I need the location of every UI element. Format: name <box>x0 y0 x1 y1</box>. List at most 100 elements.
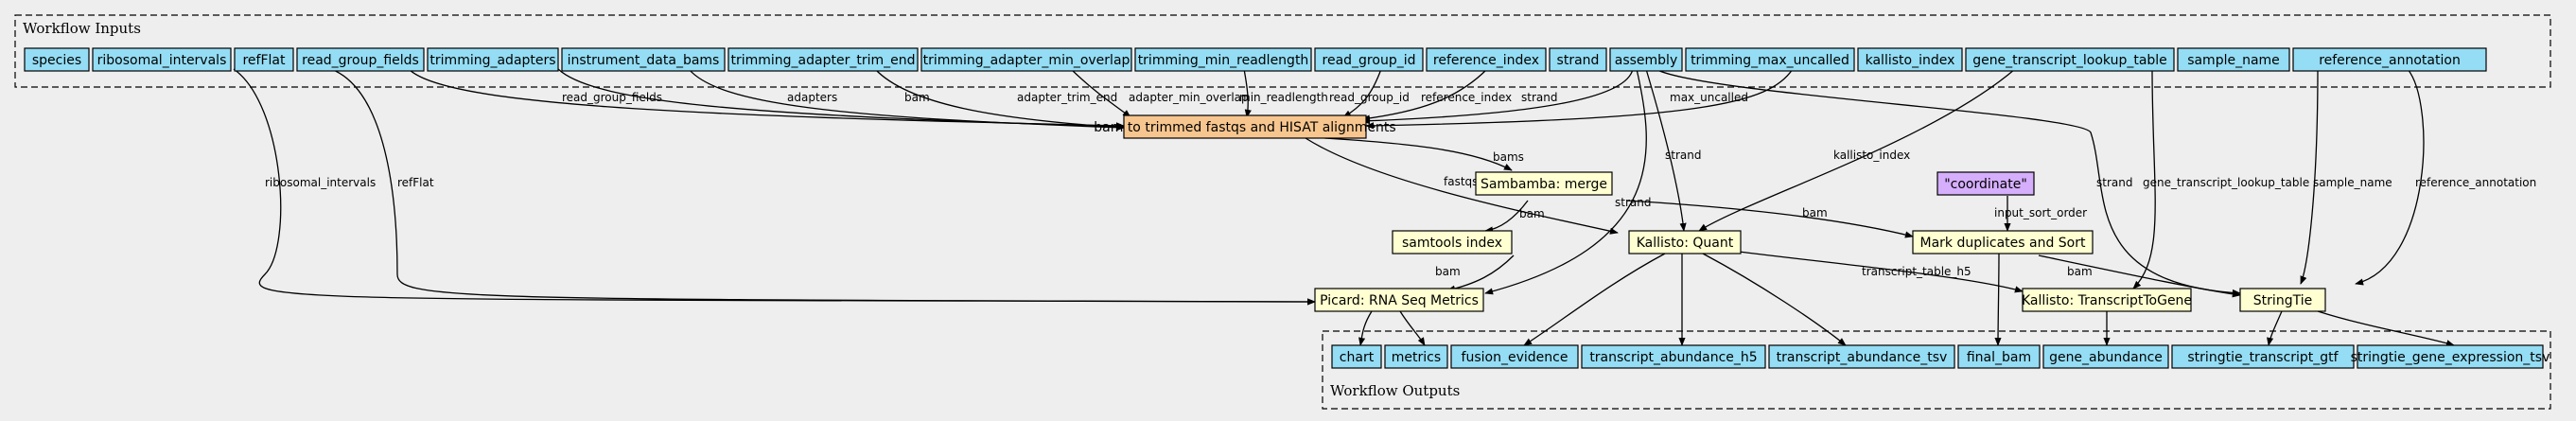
input-node-read-group-fields[interactable]: read_group_fields <box>296 47 425 72</box>
input-label-trimming-adapter-min-overlap: trimming_adapter_min_overlap <box>923 53 1130 68</box>
step-nodes: bam to trimmed fastqs and HISAT alignmen… <box>1094 114 2326 312</box>
edge-label-strand-picard: strand <box>1615 196 1651 209</box>
edge-label-ribosomal: ribosomal_intervals <box>265 176 376 189</box>
output-node-metrics[interactable]: metrics <box>1384 344 1448 369</box>
step-samtools-index[interactable]: samtools index <box>1392 230 1513 254</box>
input-label-gene-transcript-lookup-table: gene_transcript_lookup_table <box>1972 53 2167 68</box>
input-node-ribosomal-intervals[interactable]: ribosomal_intervals <box>92 47 232 72</box>
edge-label-sample-name: sample_name <box>2313 176 2392 189</box>
output-node-final-bam[interactable]: final_bam <box>1957 344 2041 369</box>
output-node-gene-abundance[interactable]: gene_abundance <box>2042 344 2169 369</box>
step-label-picard: Picard: RNA Seq Metrics <box>1320 293 1479 308</box>
edge-st-gtf <box>2267 310 2283 346</box>
edge-bam-st <box>2038 254 2241 298</box>
edges <box>233 68 2455 347</box>
input-node-trimming-adapter-min-overlap[interactable]: trimming_adapter_min_overlap <box>920 47 1132 72</box>
edge-strand-kq <box>1645 68 1687 232</box>
edge-kq-tsv <box>1702 253 1847 346</box>
input-label-trimming-adapter-trim-end: trimming_adapter_trim_end <box>731 53 916 68</box>
step-picard-rnaseq-metrics[interactable]: Picard: RNA Seq Metrics <box>1314 288 1484 312</box>
output-label-fusion-evidence: fusion_evidence <box>1462 350 1568 365</box>
input-label-instrument-data-bams: instrument_data_bams <box>568 53 720 68</box>
input-label-trimming-adapters: trimming_adapters <box>429 53 555 68</box>
input-node-trimming-adapter-trim-end[interactable]: trimming_adapter_trim_end <box>727 47 919 72</box>
outputs-cluster-label: Workflow Outputs <box>1330 382 1460 399</box>
step-label-samtools-index: samtools index <box>1402 236 1502 251</box>
edge-instrument-bams <box>688 68 1125 132</box>
edge-fastqs <box>1305 137 1619 235</box>
step-coordinate-default[interactable]: "coordinate" <box>1936 171 2035 196</box>
input-label-reference-annotation: reference_annotation <box>2319 53 2461 68</box>
step-stringtie[interactable]: StringTie <box>2239 288 2326 312</box>
edge-max-uncalled <box>1365 68 1794 130</box>
input-node-trimming-adapters[interactable]: trimming_adapters <box>427 47 559 72</box>
step-bam-to-trimmed-fastqs[interactable]: bam to trimmed fastqs and HISAT alignmen… <box>1094 114 1396 139</box>
output-label-stringtie-transcript-gtf: stringtie_transcript_gtf <box>2187 350 2339 365</box>
input-node-species[interactable]: species <box>24 47 90 72</box>
output-label-metrics: metrics <box>1392 350 1441 365</box>
edge-label-min-overlap: adapter_min_overlap <box>1129 91 1249 104</box>
inputs-cluster: Workflow Inputs <box>14 14 2551 88</box>
input-label-assembly: assembly <box>1615 53 1677 68</box>
input-node-gene-transcript-lookup-table[interactable]: gene_transcript_lookup_table <box>1965 47 2175 72</box>
step-mark-duplicates-and-sort[interactable]: Mark duplicates and Sort <box>1912 230 2094 254</box>
edge-label-gene-lookup: gene_transcript_lookup_table <box>2143 176 2309 189</box>
input-node-trimming-max-uncalled[interactable]: trimming_max_uncalled <box>1685 47 1855 72</box>
edge-kq-fusion <box>1523 253 1666 346</box>
input-label-read-group-fields: read_group_fields <box>302 53 419 68</box>
edge-picard-metrics <box>1399 310 1426 346</box>
step-kallisto-quant[interactable]: Kallisto: Quant <box>1628 230 1742 254</box>
input-label-trimming-min-readlength: trimming_min_readlength <box>1138 53 1309 68</box>
input-node-strand[interactable]: strand <box>1549 47 1607 72</box>
input-label-read-group-id: read_group_id <box>1323 53 1416 68</box>
input-node-read-group-id[interactable]: read_group_id <box>1314 47 1424 72</box>
edge-label-strand-kq: strand <box>1665 149 1701 162</box>
edge-label-strand-bt: strand <box>1521 91 1557 104</box>
edge-bam-markdup <box>1626 200 1914 238</box>
input-node-assembly[interactable]: assembly <box>1609 47 1683 72</box>
edge-label-bam-markdup: bam <box>1802 206 1828 219</box>
output-node-chart[interactable]: chart <box>1331 344 1382 369</box>
output-node-transcript-abundance-tsv[interactable]: transcript_abundance_tsv <box>1768 344 1955 369</box>
input-node-reference-annotation[interactable]: reference_annotation <box>2292 47 2487 72</box>
output-node-fusion-evidence[interactable]: fusion_evidence <box>1450 344 1579 369</box>
output-node-stringtie-gene-expression-tsv[interactable]: stringtie_gene_expression_tsv <box>2351 344 2550 369</box>
edge-label-bam: bam <box>904 91 930 104</box>
edge-label-adapters: adapters <box>787 91 837 104</box>
edge-strand-picard <box>1484 68 1647 295</box>
edge-ribosomal <box>233 68 1316 306</box>
input-node-sample-name[interactable]: sample_name <box>2177 47 2290 72</box>
input-node-kallisto-index[interactable]: kallisto_index <box>1857 47 1963 72</box>
input-node-trimming-min-readlength[interactable]: trimming_min_readlength <box>1134 47 1312 72</box>
output-node-transcript-abundance-h5[interactable]: transcript_abundance_h5 <box>1581 344 1766 369</box>
step-kallisto-transcript-to-gene[interactable]: Kallisto: TranscriptToGene <box>2022 288 2192 312</box>
input-label-refflat: refFlat <box>242 53 286 68</box>
edge-markdup-final <box>1994 253 2002 346</box>
edge-bams <box>1323 137 1513 171</box>
edge-label-min-readlength: min_readlength <box>1239 91 1328 104</box>
output-label-transcript-abundance-h5: transcript_abundance_h5 <box>1589 350 1757 365</box>
output-label-gene-abundance: gene_abundance <box>2049 350 2163 365</box>
output-label-stringtie-gene-expression-tsv: stringtie_gene_expression_tsv <box>2351 350 2550 365</box>
step-sambamba-merge[interactable]: Sambamba: merge <box>1475 171 1613 196</box>
input-node-instrument-data-bams[interactable]: instrument_data_bams <box>561 47 726 72</box>
edge-bam-samtools <box>1484 200 1529 234</box>
input-label-ribosomal-intervals: ribosomal_intervals <box>97 53 227 68</box>
edge-ref-annot <box>2355 68 2425 286</box>
edge-label-bam-picard: bam <box>1435 265 1461 278</box>
input-label-sample-name: sample_name <box>2187 53 2280 68</box>
edge-st-tsv <box>2317 310 2455 347</box>
output-node-stringtie-transcript-gtf[interactable]: stringtie_transcript_gtf <box>2171 344 2355 369</box>
edge-label-read-group-fields: read_group_fields <box>562 91 662 104</box>
step-label-bam-to-trimmed-fastqs: bam to trimmed fastqs and HISAT alignmen… <box>1094 120 1395 135</box>
output-label-chart: chart <box>1340 350 1375 365</box>
input-label-strand: strand <box>1557 53 1600 68</box>
edge-label-trim-end: adapter_trim_end <box>1017 91 1117 104</box>
input-node-reference-index[interactable]: reference_index <box>1426 47 1547 72</box>
edge-label-bams: bams <box>1493 150 1524 164</box>
edge-label-refflat: refFlat <box>397 176 434 189</box>
edge-label-read-group-id: read_group_id <box>1329 91 1410 104</box>
step-label-kallisto-quant: Kallisto: Quant <box>1637 236 1734 251</box>
input-node-refflat[interactable]: refFlat <box>234 47 294 72</box>
